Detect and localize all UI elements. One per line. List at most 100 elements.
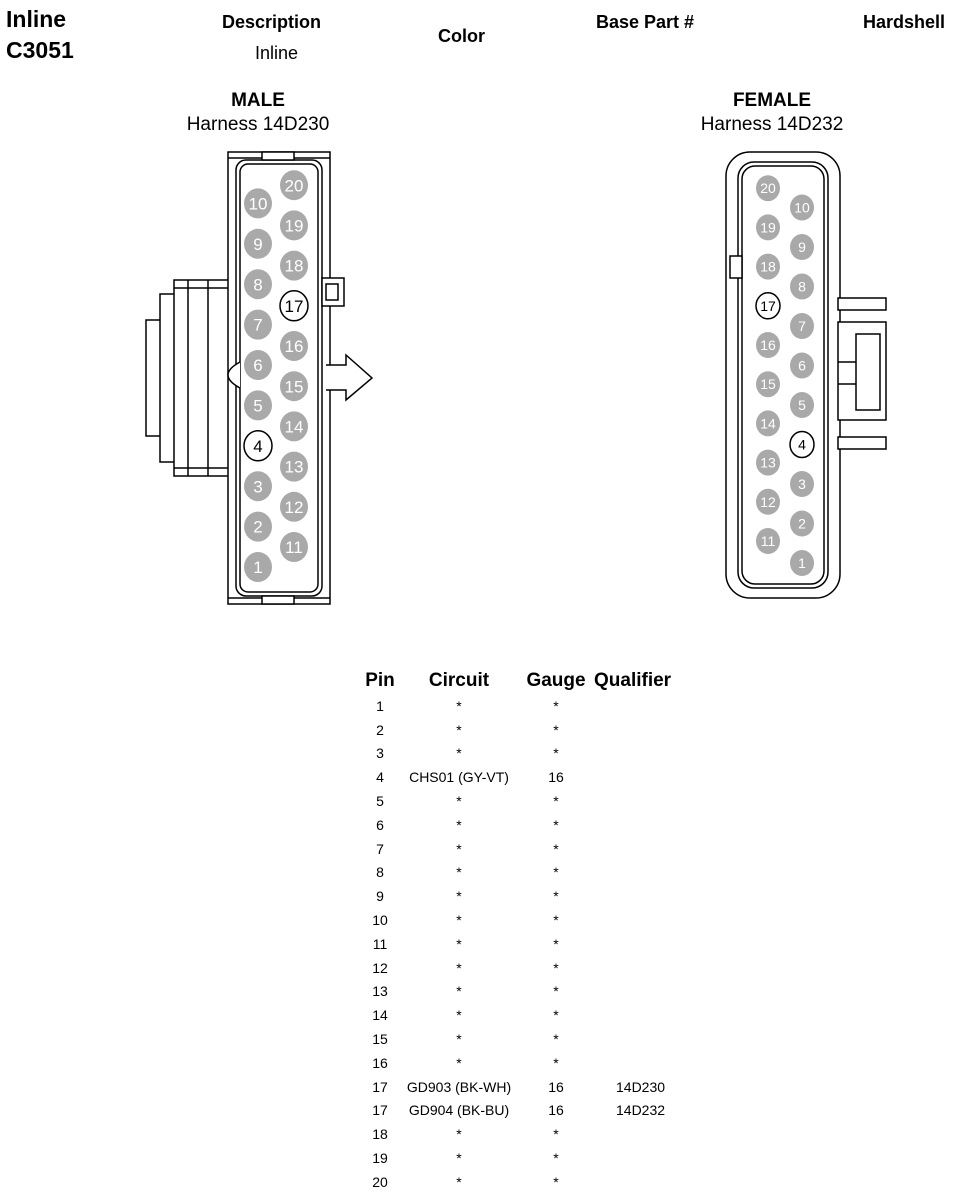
table-row: 20** [360,1170,680,1194]
table-row: 1** [360,694,680,718]
female-pin-label-14: 14 [760,415,776,431]
description-label: Description [222,12,322,32]
male-pin-13 [280,451,308,482]
male-pin-11 [280,532,308,562]
female-harness: Harness 14D232 [700,114,844,135]
female-pin-20 [756,175,780,202]
qualifier-cell: 14D232 [616,1102,666,1119]
female-pin-2 [790,510,814,537]
table-row: 18** [360,1122,680,1146]
circuit-cell: * [456,1173,462,1190]
male-pin-label-4: 4 [253,437,262,456]
male-title: MALE [231,90,285,111]
pin-cell: 5 [376,793,384,810]
male-pin-2 [244,511,272,542]
female-pin-5 [790,392,814,418]
male-pin-label-17: 17 [285,297,304,316]
pin-header: Pin [365,670,395,691]
pin-cell: 11 [372,935,388,952]
female-pin-9 [790,234,814,260]
male-pin-7 [244,309,272,340]
female-pin-label-19: 19 [760,219,776,235]
table-row: 8** [360,861,680,885]
male-pin-label-8: 8 [253,275,262,294]
female-pin-label-6: 6 [798,358,806,374]
qualifier-cell: 14D230 [616,1078,666,1095]
circuit-cell: * [456,1007,462,1024]
qualifier-cell [594,789,680,813]
male-pin-18 [280,250,308,281]
male-pin-label-7: 7 [253,316,262,335]
male-pin-label-13: 13 [285,458,304,477]
gauge-cell: * [553,983,559,1000]
male-pin-1 [244,552,272,582]
female-title: FEMALE [732,90,812,111]
circuit-cell: * [456,888,462,905]
female-pin-label-20: 20 [760,180,776,196]
male-pin-label-10: 10 [249,195,268,214]
female-pin-label-4: 4 [798,437,806,453]
table-row: 13** [360,980,680,1004]
male-pin-19 [280,210,308,241]
circuit-cell: CHS01 (GY-VT) [409,769,509,786]
female-pin-11 [756,528,780,554]
male-pin-label-11: 11 [285,538,303,557]
table-row: 17 GD904 (BK-BU) 16 14D232 [360,1099,680,1123]
gauge-cell: * [553,793,559,810]
qualifier-cell [594,694,680,718]
qualifier-cell [594,1027,680,1051]
connector-id: C3051 [6,37,74,63]
qualifier-cell [594,1170,680,1194]
table-row: 11** [360,932,680,956]
female-pin-label-1: 1 [798,555,806,571]
circuit-header: Circuit [428,670,490,691]
gauge-header: Gauge [526,670,586,691]
female-pin-6 [790,352,814,379]
male-pin-label-14: 14 [285,418,304,437]
gauge-cell: * [553,912,559,929]
female-pin-label-16: 16 [760,337,776,353]
female-pin-7 [790,313,814,339]
circuit-cell: * [456,935,462,952]
gauge-cell: * [553,1031,559,1048]
male-pin-9 [244,228,272,259]
male-pin-8 [244,269,272,300]
female-pin-label-13: 13 [760,455,776,471]
table-row: 16** [360,1051,680,1075]
female-pin-label-9: 9 [798,239,806,255]
table-row: 6** [360,813,680,837]
circuit-cell: * [456,721,462,738]
base-part-label: Base Part # [596,12,695,32]
gauge-cell: * [553,959,559,976]
female-pin-17 [755,292,781,320]
pin-cell: 12 [372,959,388,976]
circuit-cell: GD904 (BK-BU) [408,1102,510,1119]
circuit-cell: * [456,816,462,833]
gauge-cell: 16 [548,1102,564,1119]
connector-type: Inline [6,6,67,32]
table-row: 15** [360,1027,680,1051]
female-pin-label-12: 12 [760,494,776,510]
pin-cell: 2 [376,721,384,738]
female-pin-1 [790,550,814,576]
pin-cell: 17 [372,1102,388,1119]
gauge-cell: * [553,1173,559,1190]
qualifier-cell [594,932,680,956]
table-row: 3** [360,742,680,766]
qualifier-cell [594,765,680,789]
table-row: 7** [360,837,680,861]
male-pin-12 [280,491,308,522]
male-pin-3 [244,471,272,502]
male-pin-label-12: 12 [285,498,304,517]
pin-cell: 17 [372,1078,388,1095]
circuit-cell: * [456,959,462,976]
male-pin-label-15: 15 [285,377,304,396]
qualifier-cell [594,1051,680,1075]
female-pin-label-2: 2 [798,516,806,532]
circuit-cell: * [456,793,462,810]
gauge-cell: * [553,888,559,905]
male-pin-label-6: 6 [253,356,262,375]
